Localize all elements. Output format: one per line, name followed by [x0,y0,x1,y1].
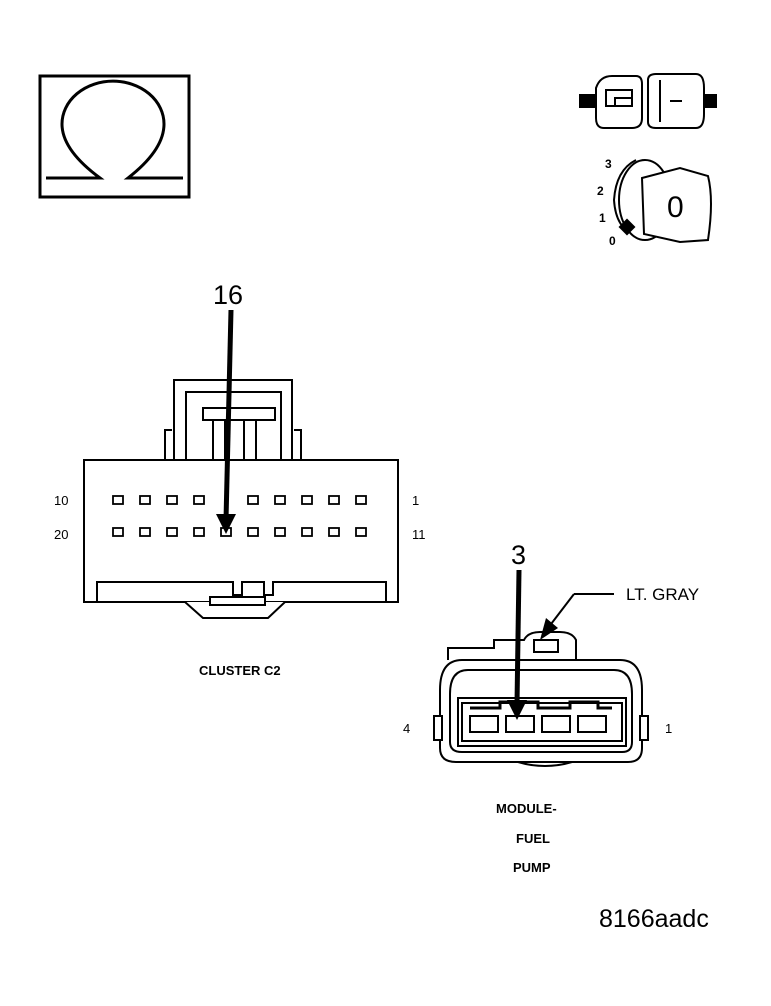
cluster-row1-left-label: 10 [54,493,69,508]
ignition-position-0: 0 [609,234,616,248]
ignition-key-label: 0 [667,191,684,224]
ignition-position-1: 1 [599,211,606,225]
lt-gray-leader [540,593,614,640]
figure-id: 8166aadc [599,905,709,933]
fuel-pump-left-label: 4 [403,721,411,736]
fuel-pump-right-label: 1 [665,721,673,736]
ignition-key-icon [579,73,717,244]
cluster-row1-right-label: 1 [412,493,420,508]
ohmmeter-icon [38,74,191,199]
cluster-c2-connector [83,379,399,619]
fuel-pump-connector [433,631,649,767]
fuel-pump-name-line1: MODULE- [496,801,557,816]
cluster-connector-name: CLUSTER C2 [199,663,281,678]
cluster-cavities [112,495,367,537]
fuel-pump-name-line2: FUEL [516,831,550,846]
cluster-row2-right-label: 11 [412,527,426,542]
fuel-pump-pin-3-arrow [507,569,527,720]
ignition-position-3: 3 [605,157,612,171]
ignition-position-2: 2 [597,184,604,198]
fuel-pump-cavities [469,715,607,733]
cluster-pin-16-arrow [216,309,236,534]
cluster-row2-left-label: 20 [54,527,69,542]
fuel-pump-callout-pin: 3 [511,540,527,570]
wire-color-note: LT. GRAY [626,585,700,604]
fuel-pump-name-line3: PUMP [513,860,551,875]
cluster-callout-pin: 16 [213,280,244,310]
